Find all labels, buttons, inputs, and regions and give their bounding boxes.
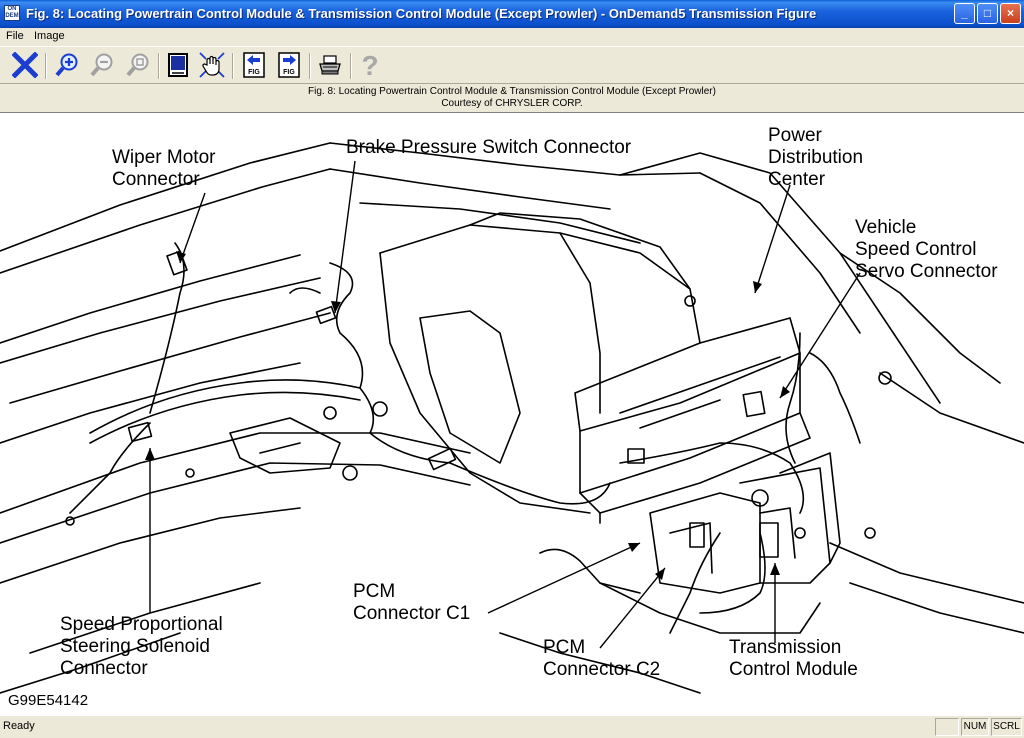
engine-bay-diagram: Wiper Motor Connector Brake Pressure Swi… [0,125,1024,709]
next-figure-button[interactable]: FIG [275,51,303,79]
toolbar-separator [309,53,311,79]
menu-bar: File Image [0,28,1024,46]
label-pcm-connector-c2: PCM Connector C2 [543,637,660,680]
help-glyph: ? [361,51,378,79]
zoom-in-button[interactable] [53,51,81,79]
label-pcm-connector-c1: PCM Connector C1 [353,581,470,624]
pan-hand-icon [199,52,225,78]
caption-courtesy: Courtesy of CHRYSLER CORP. [441,98,583,109]
figure-view[interactable]: Wiper Motor Connector Brake Pressure Swi… [0,112,1024,716]
status-bar: Ready NUM SCRL [0,716,1024,738]
title-bar: ON DEM Fig. 8: Locating Powertrain Contr… [0,0,1024,28]
menu-file[interactable]: File [6,30,24,42]
status-text: Ready [3,720,35,732]
status-num: NUM [961,718,989,736]
label-transmission-control-module: Transmission Control Module [729,637,858,680]
app-icon: ON DEM [4,5,20,21]
leader-brake [334,160,356,314]
caption-title: Fig. 8: Locating Powertrain Control Modu… [308,86,716,97]
window-title: Fig. 8: Locating Powertrain Control Modu… [26,6,817,21]
leader-vsc [779,272,861,399]
previous-figure-text: FIG [248,69,260,76]
leader-arrowheads [145,251,790,580]
close-figure-button[interactable] [11,51,39,79]
page-view-button[interactable] [164,51,192,79]
leader-pcm-c2 [599,567,666,649]
label-power-distribution-center: Power Distribution Center [768,125,868,190]
toolbar-separator [350,53,352,79]
close-button[interactable]: × [1000,3,1021,24]
leader-pcm-c1 [487,542,641,614]
toolbar-separator [158,53,160,79]
pan-button[interactable] [198,51,226,79]
zoom-out-icon [90,53,113,77]
help-button[interactable]: ? [356,51,384,79]
zoom-fit-icon [126,53,149,77]
toolbar-separator [45,53,47,79]
toolbar-separator [232,53,234,79]
zoom-out-button[interactable] [88,51,116,79]
label-wiper-motor-connector: Wiper Motor Connector [112,147,221,190]
minimize-button[interactable]: _ [954,3,975,24]
toolbar: FIG FIG ? [0,46,1024,84]
leader-wiper [179,192,206,264]
zoom-fit-button[interactable] [124,51,152,79]
figure-caption: Fig. 8: Locating Powertrain Control Modu… [0,84,1024,112]
maximize-button[interactable]: □ [977,3,998,24]
status-scrl: SCRL [991,718,1022,736]
close-x-icon [12,52,38,78]
label-vehicle-speed-control-servo-connector: Vehicle Speed Control Servo Connector [855,217,998,282]
leader-pdc [754,184,791,294]
status-panel-empty [935,718,959,736]
print-icon [319,55,341,75]
previous-figure-button[interactable]: FIG [240,51,268,79]
previous-figure-icon: FIG [243,52,265,78]
help-icon: ? [361,51,378,79]
zoom-in-icon [55,53,78,77]
menu-image[interactable]: Image [34,30,65,42]
next-figure-text: FIG [283,69,295,76]
label-brake-pressure-switch-connector: Brake Pressure Switch Connector [346,137,632,158]
print-button[interactable] [316,51,344,79]
page-view-icon [168,53,188,77]
next-figure-icon: FIG [278,52,300,78]
leader-lines [149,160,861,649]
label-speed-proportional-steering-solenoid-connector: Speed Proportional Steering Solenoid Con… [60,614,228,679]
figure-code: G99E54142 [8,692,88,709]
